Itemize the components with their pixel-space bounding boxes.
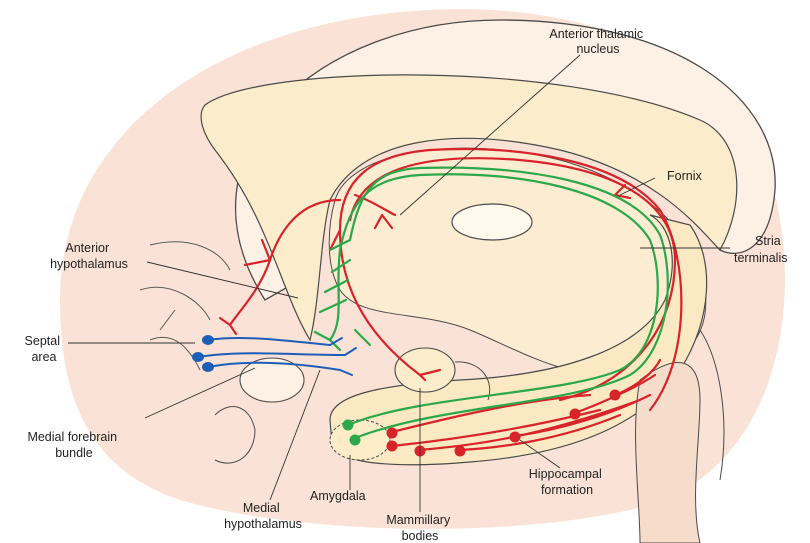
label-septal-area: Septal area xyxy=(25,334,64,364)
interthalamic-adhesion xyxy=(452,204,532,240)
label-fornix: Fornix xyxy=(667,169,702,183)
label-amygdala: Amygdala xyxy=(310,489,366,503)
